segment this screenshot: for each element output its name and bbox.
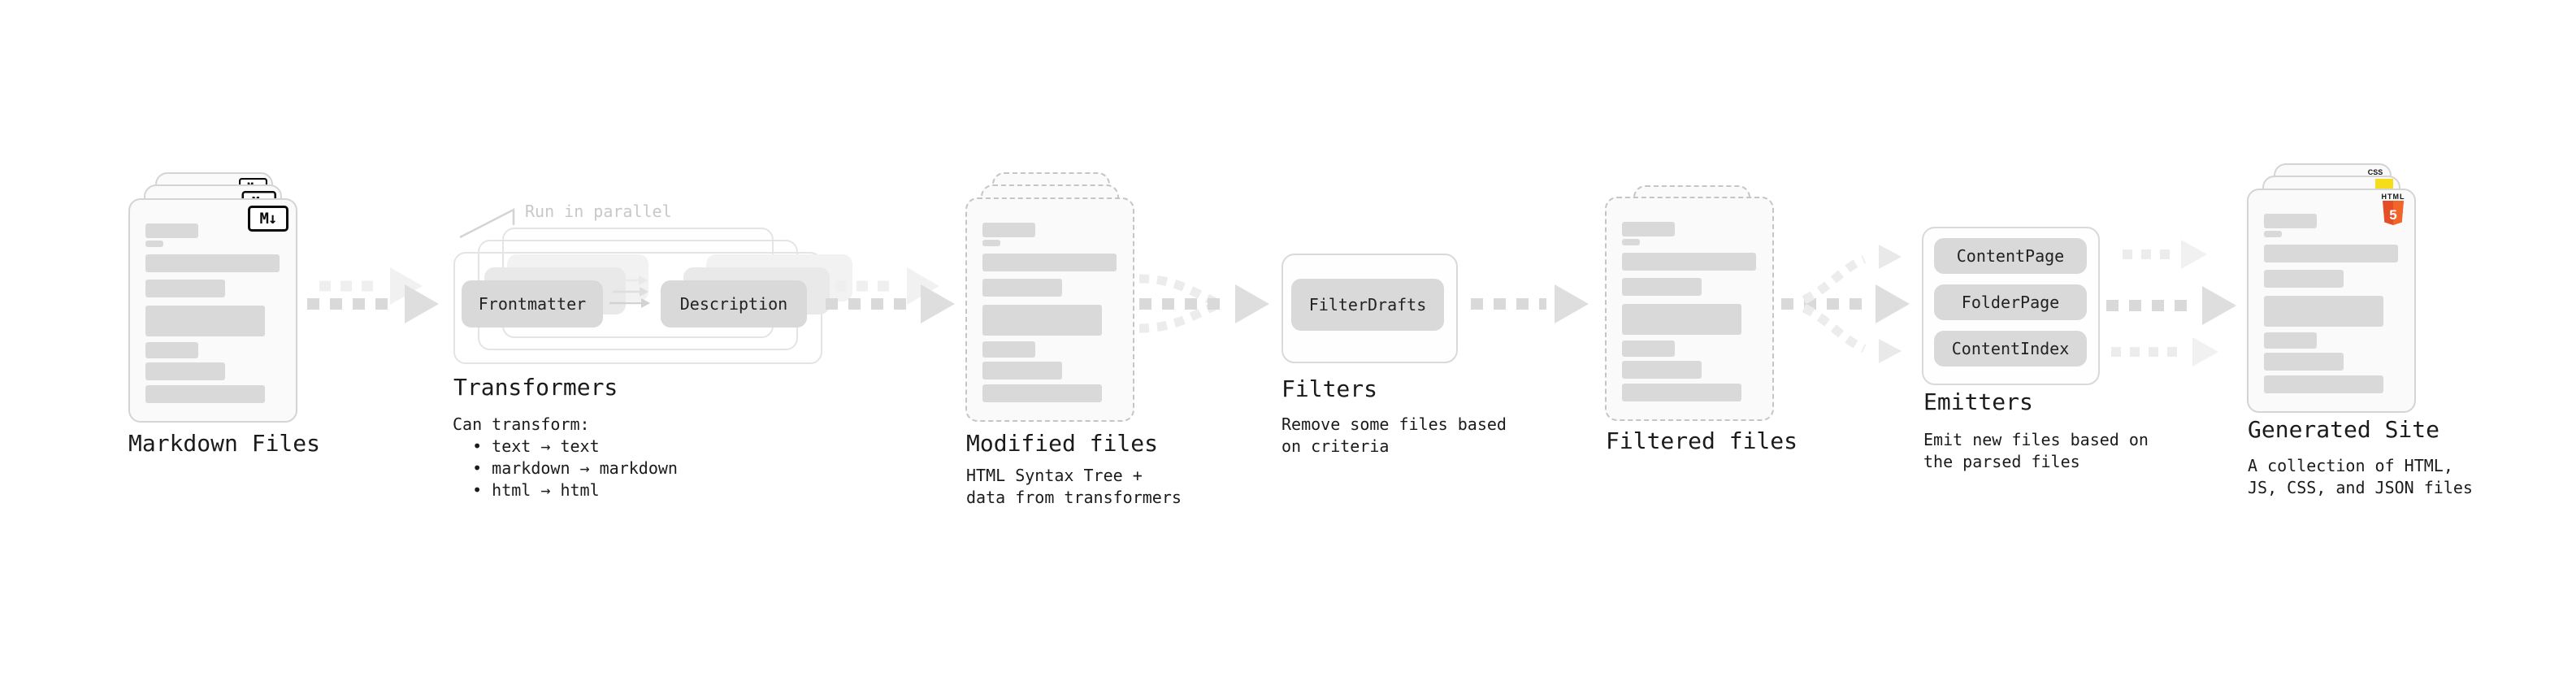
text-line-placeholder [145, 254, 280, 272]
modified-files-title: Modified files [966, 430, 1159, 457]
css-label: CSS [2367, 168, 2383, 176]
markdown-icon: M↓ [248, 206, 288, 232]
arrow-emitters-to-generated [2106, 240, 2236, 367]
diverge-curve-top [1802, 254, 1867, 304]
text-line-placeholder [2264, 270, 2344, 288]
arrow-markdown-to-transformers [307, 267, 439, 323]
filters-title: Filters [1281, 375, 1378, 402]
arrow-modified-to-filters [1138, 274, 1269, 333]
text-line-placeholder [1622, 384, 1741, 401]
arrowhead [1555, 284, 1589, 323]
html5-number: 5 [2389, 207, 2396, 223]
description-box: Description [661, 280, 807, 327]
arrowhead-small [1879, 245, 1902, 269]
text-line-placeholder [2264, 375, 2383, 393]
diverge-curve-bottom [1802, 304, 1867, 354]
generated-site-details: A collection of HTML, JS, CSS, and JSON … [2248, 456, 2473, 497]
converge-curve-bottom [1138, 301, 1216, 333]
text-line-placeholder [145, 385, 265, 403]
text-line-placeholder [982, 384, 1102, 402]
filtered-files-title: Filtered files [1606, 427, 1798, 454]
file-card-front [965, 197, 1134, 422]
arrowhead [405, 284, 439, 323]
converge-curve-top [1138, 274, 1216, 306]
text-line-placeholder [982, 341, 1035, 358]
text-line-placeholder [2264, 332, 2317, 349]
arrowhead [2202, 286, 2236, 325]
text-line-placeholder [145, 342, 198, 358]
contentpage-box: ContentPage [1934, 238, 2087, 274]
arrowhead [1235, 284, 1269, 323]
text-line-placeholder [145, 241, 163, 247]
arrow-filters-to-filtered [1471, 284, 1589, 323]
text-line-placeholder [982, 223, 1035, 237]
markdown-files-title: Markdown Files [128, 430, 321, 457]
html5-word: HTML [2381, 193, 2405, 201]
html5-file-icon: HTML 5 [2381, 193, 2405, 225]
arrowhead [921, 284, 955, 323]
html5-shield: 5 [2383, 201, 2404, 225]
text-line-placeholder [1622, 222, 1675, 236]
folderpage-box: FolderPage [1934, 284, 2087, 320]
text-line-placeholder [145, 223, 198, 238]
text-line-placeholder [982, 254, 1117, 271]
text-line-placeholder [145, 280, 225, 297]
modified-files-details: HTML Syntax Tree + data from transformer… [966, 466, 1182, 507]
arrowhead [2181, 240, 2207, 269]
arrowhead [907, 267, 939, 305]
file-card-front: HTML 5 [2247, 189, 2416, 413]
text-line-placeholder [2264, 214, 2317, 228]
file-card-front [1605, 197, 1774, 421]
arrowhead [390, 267, 423, 305]
filters-details: Remove some files based on criteria [1281, 414, 1507, 456]
text-line-placeholder [145, 306, 265, 336]
contentindex-box: ContentIndex [1934, 331, 2087, 367]
arrow-filtered-to-emitters [1781, 245, 1910, 363]
text-line-placeholder [2264, 245, 2398, 262]
text-line-placeholder [2264, 296, 2383, 327]
text-line-placeholder [2264, 231, 2282, 237]
file-card-front: M↓ [128, 198, 297, 423]
text-line-placeholder [1622, 253, 1756, 271]
arrowhead-small [1879, 339, 1902, 363]
text-line-placeholder [982, 279, 1062, 297]
text-line-placeholder [2264, 353, 2344, 371]
emitters-title: Emitters [1923, 388, 2033, 415]
text-line-placeholder [982, 362, 1062, 380]
transformers-details: Can transform: • text → text • markdown … [453, 414, 678, 500]
text-line-placeholder [1622, 304, 1741, 335]
text-line-placeholder [1622, 361, 1702, 379]
text-line-placeholder [1622, 278, 1702, 296]
filterdrafts-box: FilterDrafts [1291, 279, 1444, 331]
text-line-placeholder [1622, 239, 1640, 245]
emitters-details: Emit new files based on the parsed files [1923, 430, 2149, 471]
run-in-parallel-note: Run in parallel [525, 202, 672, 221]
frontmatter-box: Frontmatter [462, 280, 603, 327]
generated-site-title: Generated Site [2248, 416, 2440, 443]
text-line-placeholder [982, 305, 1102, 336]
transformers-title: Transformers [453, 374, 618, 401]
text-line-placeholder [982, 240, 1000, 246]
arrowhead [2192, 337, 2218, 367]
text-line-placeholder [1622, 340, 1675, 357]
arrowhead [1876, 284, 1910, 323]
text-line-placeholder [145, 362, 225, 380]
